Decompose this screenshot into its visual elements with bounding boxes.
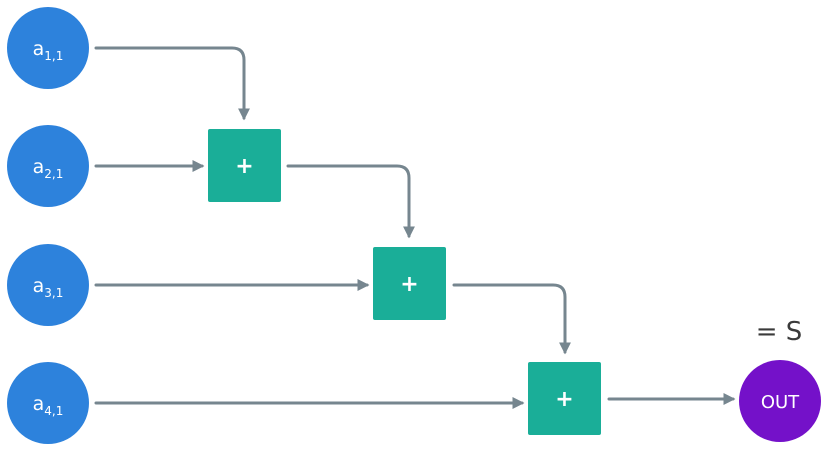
plus-label: + bbox=[555, 387, 573, 412]
input-node-a21: a2,1 bbox=[7, 125, 89, 207]
input-subscript: 4,1 bbox=[44, 404, 63, 418]
svg-text:a3,1: a3,1 bbox=[33, 275, 64, 300]
input-node-a31: a3,1 bbox=[7, 244, 89, 326]
svg-text:a2,1: a2,1 bbox=[33, 156, 64, 181]
input-label: a bbox=[33, 393, 45, 415]
plus-label: + bbox=[235, 154, 253, 179]
input-label: a bbox=[33, 275, 45, 297]
input-node-a11: a1,1 bbox=[7, 7, 89, 89]
input-label: a bbox=[33, 156, 45, 178]
result-label: = S bbox=[756, 317, 803, 347]
input-label: a bbox=[33, 38, 45, 60]
add-operator-1: + bbox=[208, 129, 281, 202]
edge-add1-to-add2 bbox=[286, 164, 415, 239]
input-subscript: 1,1 bbox=[44, 49, 63, 63]
output-label: OUT bbox=[761, 392, 800, 413]
edge-a11-to-add1 bbox=[94, 46, 250, 121]
svg-text:a4,1: a4,1 bbox=[33, 393, 64, 418]
input-node-a41: a4,1 bbox=[7, 362, 89, 444]
plus-label: + bbox=[400, 272, 418, 297]
edges bbox=[94, 46, 736, 409]
input-subscript: 3,1 bbox=[44, 286, 63, 300]
output-node: OUT bbox=[739, 360, 821, 442]
input-subscript: 2,1 bbox=[44, 167, 63, 181]
add-operator-3: + bbox=[528, 362, 601, 435]
add-operator-2: + bbox=[373, 247, 446, 320]
svg-text:a1,1: a1,1 bbox=[33, 38, 64, 63]
edge-add2-to-add3 bbox=[452, 283, 571, 355]
